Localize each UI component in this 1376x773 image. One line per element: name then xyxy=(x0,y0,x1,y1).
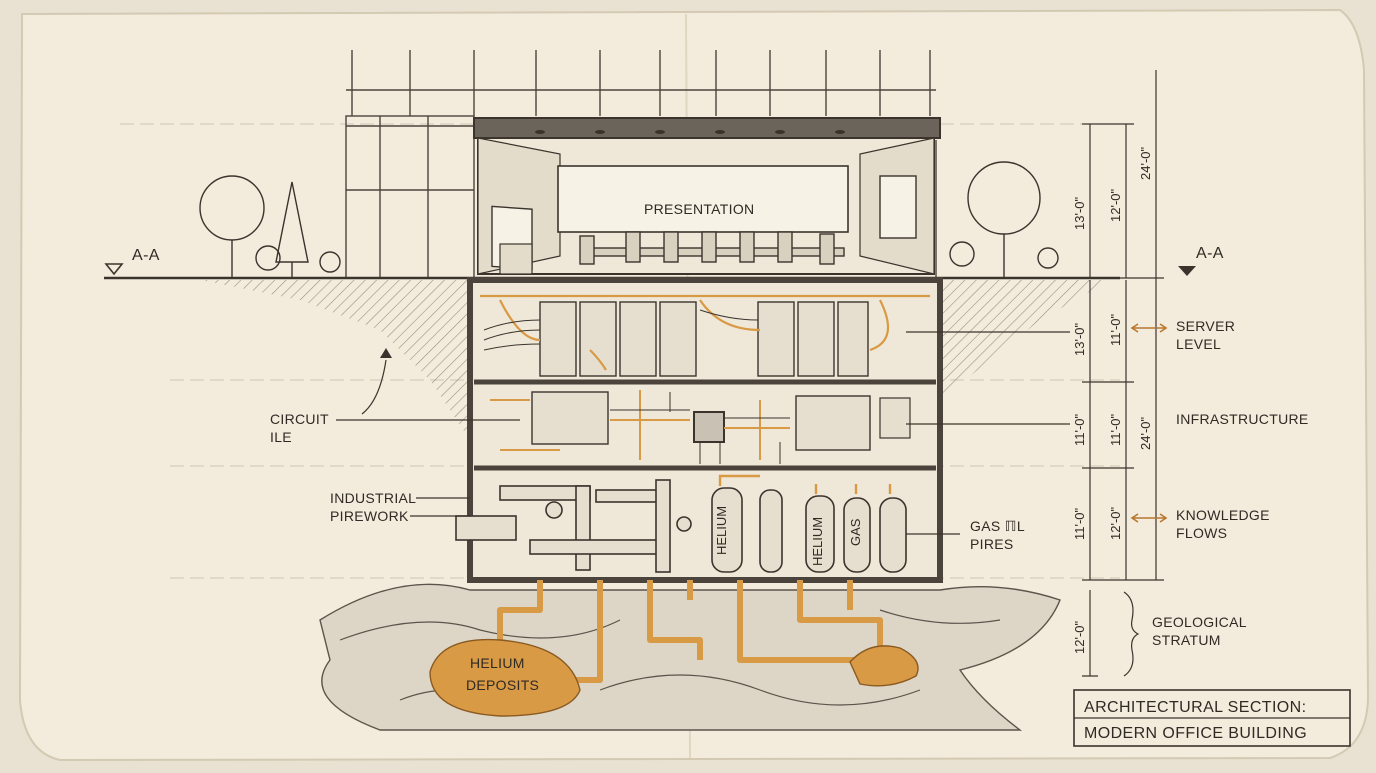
tank-label-2: HELIUM xyxy=(810,517,825,566)
infrastructure-label: INFRASTRUCTURE xyxy=(1176,411,1309,427)
dim-4: 13'-0" xyxy=(1072,322,1087,356)
dim-2: 12'-0" xyxy=(1108,188,1123,222)
server-cables xyxy=(480,294,930,371)
tank-label-1: HELIUM xyxy=(714,506,729,555)
gas-pipes-label-2: PIRES xyxy=(970,536,1014,552)
ceiling-lights xyxy=(535,130,845,134)
gas-pipes-label-1: GAS ℿL xyxy=(970,518,1025,534)
title-line-2: MODERN OFFICE BUILDING xyxy=(1084,725,1307,742)
circuit-leader xyxy=(336,359,520,421)
geological-brace xyxy=(1123,591,1140,677)
helium-deposits-label-1: HELIUM xyxy=(470,655,525,671)
circuit-label-2: ILE xyxy=(270,429,292,445)
dim-7: 11'-0" xyxy=(1108,413,1123,446)
dim-5: 11'-0" xyxy=(1108,313,1123,346)
dim-11: 12'-0" xyxy=(1072,620,1087,654)
knowledge-flows-label-1: KNOWLEDGE xyxy=(1176,507,1270,523)
section-marker-right: A-A xyxy=(1178,245,1224,276)
knowledge-flows-label-2: FLOWS xyxy=(1176,525,1227,541)
double-arrow-knowledge xyxy=(1130,513,1168,523)
industrial-label-2: PIREWORK xyxy=(330,508,409,524)
helium-deposits xyxy=(429,638,919,717)
tank-label-3: GAS xyxy=(848,518,863,546)
presentation-room: PRESENTATION xyxy=(473,117,941,275)
geological-label-1: GEOLOGICAL xyxy=(1152,614,1247,630)
dim-6: 11'-0" xyxy=(1072,413,1087,446)
dim-10: 12'-0" xyxy=(1108,506,1123,540)
left-trees xyxy=(199,175,341,278)
dim-9: 11'-0" xyxy=(1072,507,1087,540)
section-marker-left: A-A xyxy=(104,247,160,276)
pipework-level: HELIUM HELIUM GAS xyxy=(455,474,907,573)
title-block: ARCHITECTURAL SECTION: MODERN OFFICE BUI… xyxy=(1073,689,1351,747)
server-level-label-2: LEVEL xyxy=(1176,336,1221,352)
dim-3: 24'-0" xyxy=(1138,146,1153,180)
title-line-1: ARCHITECTURAL SECTION: xyxy=(1084,699,1306,716)
industrial-label-1: INDUSTRIAL xyxy=(330,490,416,506)
double-arrow-server xyxy=(1130,323,1168,333)
dim-1: 13'-0" xyxy=(1072,196,1087,230)
svg-text:A-A: A-A xyxy=(1196,245,1224,262)
dimension-lines xyxy=(1082,70,1164,677)
presentation-label: PRESENTATION xyxy=(644,201,754,217)
dim-8: 24'-0" xyxy=(1138,416,1153,450)
industrial-leader xyxy=(410,497,470,517)
soil-hatch-left xyxy=(200,280,470,440)
server-racks xyxy=(539,301,869,377)
server-level xyxy=(480,294,930,377)
conference-table xyxy=(579,231,845,265)
soil-hatch-right xyxy=(940,280,1110,400)
geological-label-2: STRATUM xyxy=(1152,632,1221,648)
infrastructure-level xyxy=(490,390,911,464)
circuit-label-1: CIRCUIT xyxy=(270,411,329,427)
server-level-label-1: SERVER xyxy=(1176,318,1235,334)
geological-stratum xyxy=(319,583,1061,731)
helium-deposits-label-2: DEPOSITS xyxy=(466,677,539,693)
glass-facade xyxy=(345,50,937,279)
right-leaders xyxy=(906,331,1070,535)
gas-cylinders xyxy=(711,487,907,573)
svg-text:A-A: A-A xyxy=(132,247,160,264)
right-trees xyxy=(949,161,1059,278)
